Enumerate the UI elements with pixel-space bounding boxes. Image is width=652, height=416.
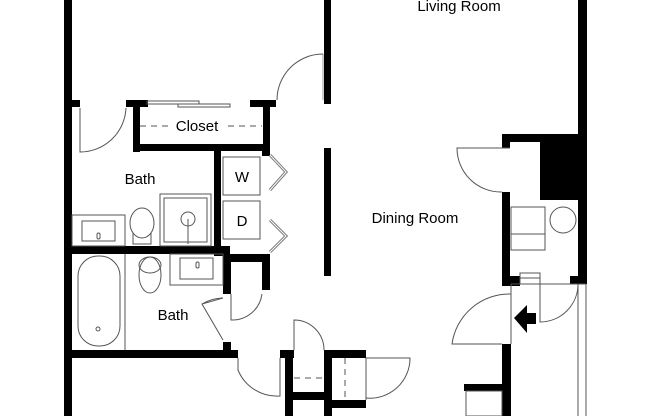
door-swing-bath-2 xyxy=(201,297,224,341)
room-label-bath-1: Bath xyxy=(125,171,156,188)
walls xyxy=(64,0,587,416)
dryer-label: D xyxy=(237,213,248,230)
fixtures xyxy=(71,53,587,416)
door-swing-bedroom xyxy=(276,53,324,101)
entry-arrow-icon xyxy=(514,305,536,333)
washer-label: W xyxy=(235,169,250,186)
room-label-dining-room: Dining Room xyxy=(372,210,459,227)
room-label-living-room: Living Room xyxy=(417,0,500,15)
room-label-bath-2: Bath xyxy=(158,307,189,324)
room-label-closet: Closet xyxy=(176,118,219,135)
door-swing-bath-1 xyxy=(79,107,127,153)
